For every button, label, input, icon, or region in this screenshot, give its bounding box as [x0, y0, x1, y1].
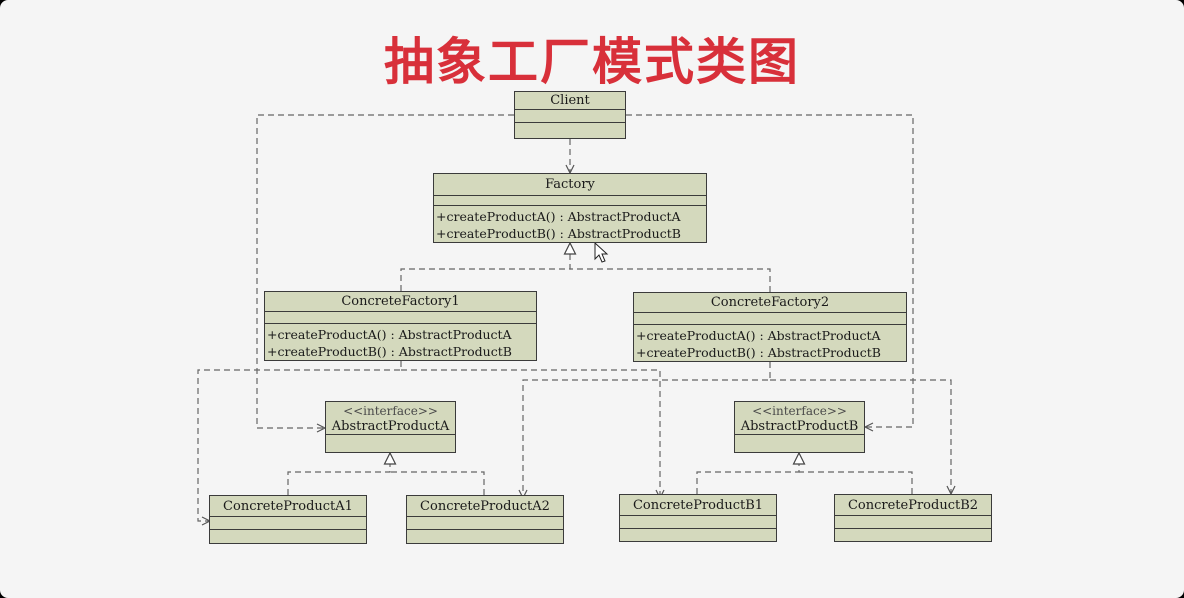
factory1-realization	[400, 241, 577, 291]
factory1-productB1-dependency	[401, 369, 660, 498]
class-attributes	[434, 196, 706, 206]
class-concrete-product-b2: ConcreteProductB2	[834, 494, 992, 542]
class-attributes	[407, 517, 563, 530]
class-name: ConcreteProductB2	[835, 495, 991, 516]
class-operations	[620, 529, 776, 541]
operation-create-product-a: +createProductA() : AbstractProductA	[267, 327, 512, 342]
class-abstract-product-a: <<interface>> AbstractProductA	[325, 401, 456, 453]
productB1-realization	[696, 451, 806, 494]
class-attributes	[210, 517, 366, 530]
class-operations: +createProductA() : AbstractProductA +cr…	[634, 325, 906, 361]
class-name: Client	[515, 92, 625, 110]
class-concrete-factory-2: ConcreteFactory2 +createProductA() : Abs…	[633, 292, 907, 362]
operation-create-product-a: +createProductA() : AbstractProductA	[636, 328, 881, 343]
class-name: ConcreteProductA2	[407, 496, 563, 517]
class-operations	[210, 530, 366, 543]
productA1-realization	[287, 451, 397, 495]
class-name: AbstractProductB	[740, 419, 859, 434]
class-name: ConcreteFactory1	[265, 292, 536, 312]
class-attributes	[835, 516, 991, 529]
class-operations: +createProductA() : AbstractProductA +cr…	[434, 206, 706, 242]
productB2-realization	[799, 471, 913, 494]
class-attributes	[515, 110, 625, 123]
class-operations	[407, 530, 563, 543]
operation-create-product-b: +createProductB() : AbstractProductB	[267, 344, 512, 359]
class-concrete-product-a2: ConcreteProductA2	[406, 495, 564, 544]
slide-title: 抽象工厂模式类图	[384, 33, 800, 91]
factory2-productA2-dependency	[523, 362, 771, 498]
class-header: <<interface>> AbstractProductB	[735, 402, 864, 435]
class-client: Client	[514, 91, 626, 139]
class-abstract-product-b: <<interface>> AbstractProductB	[734, 401, 865, 453]
class-name: Factory	[434, 174, 706, 196]
factory2-productB2-dependency	[770, 379, 951, 494]
client-productB-dependency	[626, 114, 914, 427]
class-operations: +createProductA() : AbstractProductA +cr…	[265, 324, 536, 360]
interface-stereotype: <<interface>>	[752, 404, 847, 418]
client-productA-dependency	[256, 114, 514, 428]
class-name: ConcreteFactory2	[634, 293, 906, 313]
class-name: ConcreteProductA1	[210, 496, 366, 517]
class-operations	[515, 123, 625, 138]
class-operations	[735, 435, 864, 452]
class-operations	[835, 529, 991, 541]
class-name: ConcreteProductB1	[620, 495, 776, 516]
factory1-productA1-dependency	[197, 361, 402, 521]
operation-create-product-b: +createProductB() : AbstractProductB	[636, 345, 881, 360]
mouse-pointer-icon	[594, 241, 609, 263]
class-name: AbstractProductA	[331, 419, 450, 434]
class-attributes	[634, 313, 906, 325]
interface-stereotype: <<interface>>	[343, 404, 438, 418]
class-concrete-product-b1: ConcreteProductB1	[619, 494, 777, 542]
productA2-realization	[390, 471, 485, 495]
class-concrete-product-a1: ConcreteProductA1	[209, 495, 367, 544]
operation-create-product-a: +createProductA() : AbstractProductA	[436, 209, 681, 224]
operation-create-product-b: +createProductB() : AbstractProductB	[436, 226, 681, 241]
class-attributes	[620, 516, 776, 529]
class-operations	[326, 435, 455, 452]
class-attributes	[265, 312, 536, 324]
class-concrete-factory-1: ConcreteFactory1 +createProductA() : Abs…	[264, 291, 537, 361]
class-factory: Factory +createProductA() : AbstractProd…	[433, 173, 707, 243]
class-header: <<interface>> AbstractProductA	[326, 402, 455, 435]
factory2-realization	[570, 268, 771, 292]
